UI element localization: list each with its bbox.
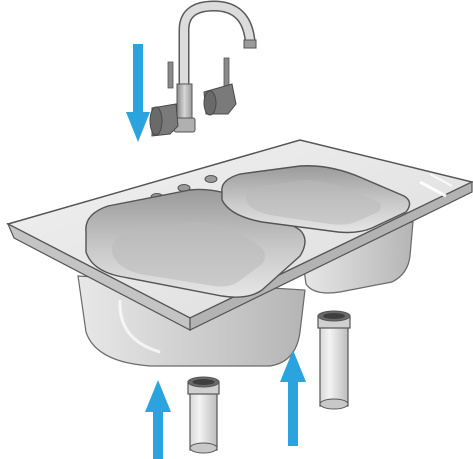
drain-pipe-icon [188, 377, 219, 453]
arrow-up-left-tailpiece [145, 380, 171, 459]
arrow-up-right-tailpiece [280, 350, 306, 446]
arrow-down-faucet [126, 44, 150, 142]
drain-pipe-icon [318, 311, 350, 409]
right-handle-icon [204, 58, 236, 115]
left-handle-icon [150, 62, 178, 136]
faucet-icon [150, 6, 256, 136]
